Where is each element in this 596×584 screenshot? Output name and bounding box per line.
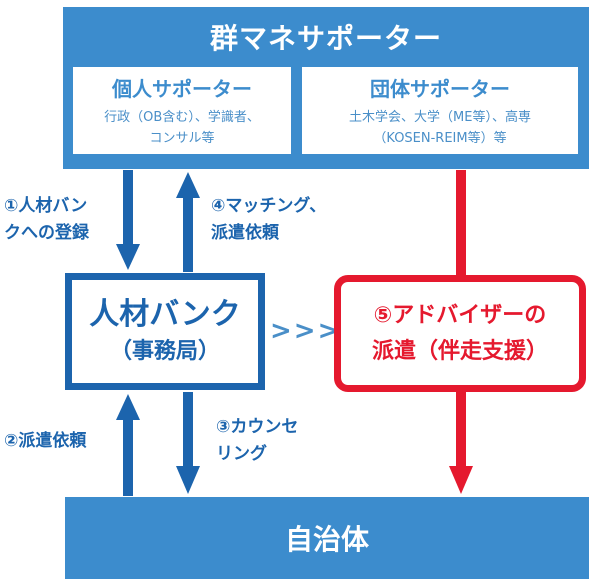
label-step3: ③カウンセ リング	[216, 414, 298, 468]
talent-bank-subtitle: （事務局）	[109, 338, 220, 364]
label-step4-line1: ④マッチング、	[211, 196, 327, 216]
supporters-title: 群マネサポーター	[209, 22, 442, 55]
label-step4-line2: 派遣依頼	[211, 223, 279, 243]
advisor-dispatch-line2: 派遣（伴走支援）	[371, 338, 548, 364]
group-supporter-desc: 土木学会、大学（ME等）、高専 （KOSEN-REIM等）等	[308, 107, 572, 149]
group-supporter-box: 団体サポーター 土木学会、大学（ME等）、高専 （KOSEN-REIM等）等	[302, 67, 578, 154]
label-step3-line1: ③カウンセ	[216, 417, 299, 437]
arrow-matching-head	[176, 172, 200, 198]
talent-bank-box: 人材バンク （事務局）	[65, 273, 265, 390]
group-supporter-title: 団体サポーター	[370, 77, 510, 101]
individual-supporter-title: 個人サポーター	[112, 77, 252, 101]
advisor-dispatch-box: ⑤アドバイザーの 派遣（伴走支援）	[334, 275, 586, 392]
arrow-matching-shaft	[183, 194, 193, 272]
label-step1-line2: クへの登録	[4, 223, 89, 243]
arrow-counseling-shaft	[183, 392, 193, 470]
arrow-register-shaft	[123, 170, 133, 248]
individual-supporter-box: 個人サポーター 行政（OB含む）、学識者、 コンサル等	[73, 67, 291, 154]
arrow-counseling-head	[176, 466, 200, 494]
municipality-box: 自治体	[65, 497, 589, 579]
arrow-register-head	[116, 244, 140, 270]
arrow-advisor-head	[449, 466, 473, 494]
label-step1-line1: ①人材バン	[4, 196, 88, 216]
advisor-dispatch-line1: ⑤アドバイザーの	[373, 302, 547, 328]
individual-supporter-desc-line2: コンサル等	[149, 131, 215, 146]
label-step2: ②派遣依頼	[4, 431, 87, 451]
arrow-advisor-shaft	[456, 392, 466, 470]
group-supporter-desc-line1: 土木学会、大学（ME等）、高専	[349, 110, 531, 125]
group-supporter-desc-line2: （KOSEN-REIM等）等	[373, 131, 507, 146]
arrow-request-shaft	[123, 416, 133, 496]
label-step3-line2: リング	[216, 444, 267, 464]
talent-bank-title: 人材バンク	[89, 296, 241, 332]
arrow-group-to-advisor	[456, 170, 466, 276]
label-step1: ①人材バン クへの登録	[4, 193, 89, 247]
chevron-arrows: >>>	[270, 316, 342, 346]
arrow-request-head	[116, 394, 140, 420]
individual-supporter-desc: 行政（OB含む）、学識者、 コンサル等	[79, 107, 285, 149]
individual-supporter-desc-line1: 行政（OB含む）、学識者、	[104, 110, 260, 125]
label-step4: ④マッチング、 派遣依頼	[211, 193, 326, 247]
